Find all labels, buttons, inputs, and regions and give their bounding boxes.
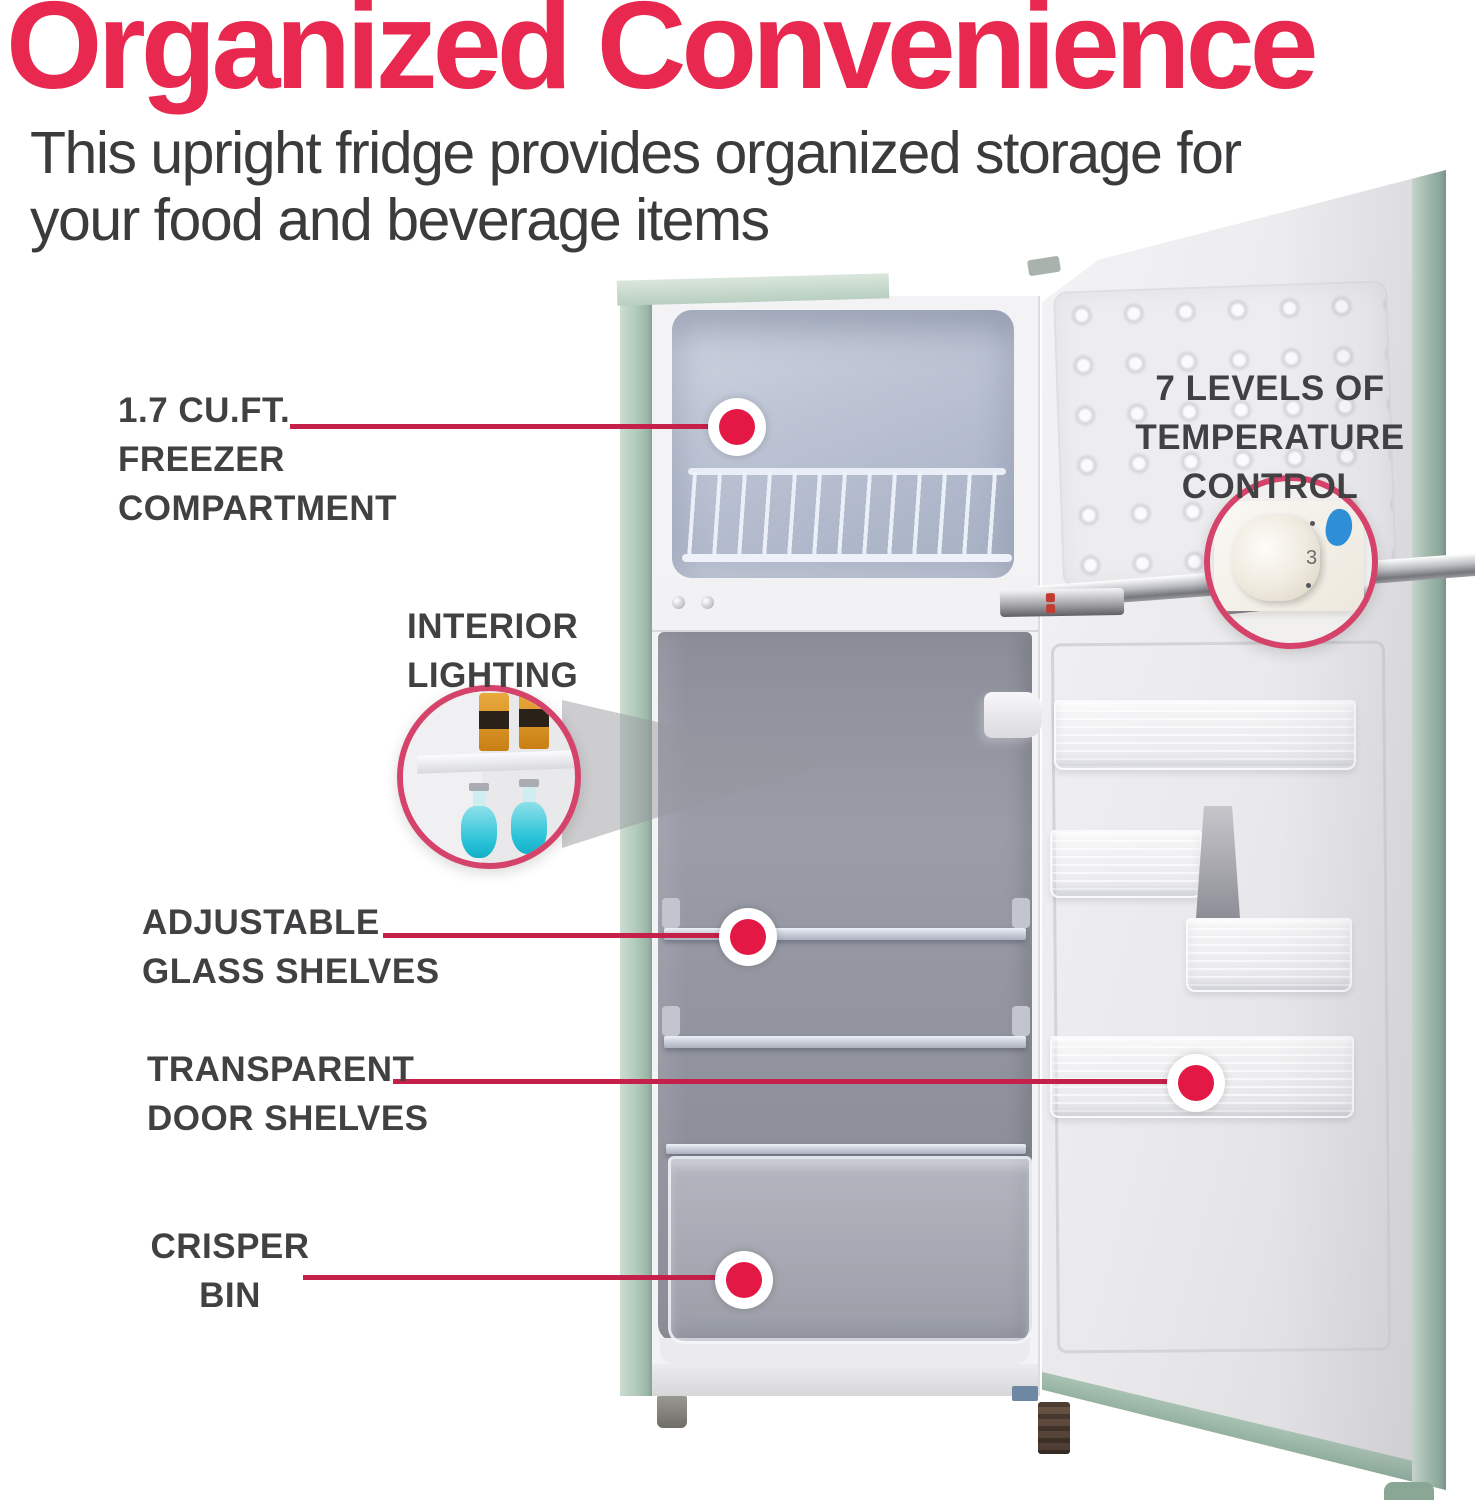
shelf-support-tab	[1012, 1006, 1030, 1036]
bottle-icon	[479, 693, 509, 751]
bottle-icon	[519, 691, 549, 749]
divider-screw-left	[672, 596, 685, 609]
temperature-label-line1: 7 LEVELS OF	[1155, 369, 1385, 408]
bottle-cap	[519, 779, 539, 787]
bottle-neck	[472, 791, 486, 806]
door-bin-middle-left	[1050, 830, 1202, 898]
door-bottom-hinge	[1012, 1386, 1038, 1401]
bottle-neck	[522, 787, 536, 802]
crisper-callout-label: CRISPER BIN	[145, 1222, 315, 1320]
door-bottom-corner	[1384, 1482, 1434, 1500]
handle-red-accent	[1045, 593, 1055, 603]
shelves-marker-icon	[719, 908, 777, 966]
bottle-label	[519, 709, 549, 727]
temperature-callout-label: 7 LEVELS OF TEMPERATURE CONTROL	[1122, 364, 1418, 511]
handle-red-accent	[1046, 604, 1056, 614]
bottle-body	[461, 806, 497, 858]
temperature-label-line2: TEMPERATURE	[1135, 418, 1405, 457]
temperature-label-line3: CONTROL	[1181, 467, 1359, 506]
shelf-support-tab	[662, 898, 680, 928]
fridge-cabinet-left-edge	[620, 284, 656, 1396]
fridge-compartment	[658, 632, 1032, 1342]
freezer-label-line1: 1.7 CU.FT.	[118, 391, 291, 430]
shelves-label-line1: ADJUSTABLE	[142, 903, 380, 942]
thermostat-knob	[1232, 515, 1320, 601]
interior-lamp	[984, 692, 1042, 738]
page-subtitle: This upright fridge provides organized s…	[30, 120, 1242, 254]
door-shelves-marker-icon	[1167, 1054, 1225, 1112]
shelves-callout-line	[383, 933, 748, 938]
subtitle-line-1: This upright fridge provides organized s…	[30, 120, 1242, 186]
bottle-cap	[469, 783, 489, 791]
door-shelves-label-line1: TRANSPARENT	[147, 1050, 415, 1089]
door-bin-top	[1054, 700, 1356, 770]
crisper-cover-shelf	[666, 1144, 1026, 1154]
lighting-label-line1: INTERIOR	[407, 607, 579, 646]
shelf-support-tab	[1012, 898, 1030, 928]
door-shelves-label-line2: DOOR SHELVES	[147, 1099, 429, 1138]
glass-shelf-lower	[664, 1036, 1026, 1048]
freezer-callout-label: 1.7 CU.FT. FREEZER COMPARTMENT	[118, 386, 397, 533]
crisper-bin	[668, 1156, 1032, 1344]
dial-value: 3	[1306, 547, 1318, 569]
fridge-base-panel	[652, 1364, 1038, 1396]
interior-lighting-inset	[397, 685, 581, 869]
door-shelves-callout-line	[393, 1079, 1196, 1084]
fridge-foot-right	[1038, 1402, 1070, 1454]
freezer-wire-basket	[686, 472, 1008, 558]
bottle-body	[511, 802, 547, 854]
subtitle-line-2: your food and beverage items	[30, 187, 770, 253]
door-shelves-callout-label: TRANSPARENT DOOR SHELVES	[147, 1045, 429, 1143]
bottle-label	[479, 711, 509, 729]
crisper-label-line1: CRISPER	[150, 1227, 310, 1266]
door-handle	[999, 587, 1125, 618]
freezer-label-line3: COMPARTMENT	[118, 489, 397, 528]
freezer-wire-basket-front-rail	[682, 554, 1012, 562]
freezer-callout-line	[290, 424, 737, 429]
dial-dot	[1310, 521, 1315, 526]
crisper-marker-icon	[715, 1251, 773, 1309]
temperature-dial-inset: 3	[1204, 475, 1378, 649]
bottle-icon	[511, 779, 547, 854]
divider-screw-right	[701, 596, 714, 609]
shelves-label-line2: GLASS SHELVES	[142, 952, 440, 991]
page-title: Organized Convenience	[6, 0, 1319, 115]
door-bin-middle-right	[1186, 918, 1352, 992]
door-shading	[1042, 170, 1446, 1490]
bottle-icon	[461, 783, 497, 858]
glass-shelves-callout-label: ADJUSTABLE GLASS SHELVES	[142, 898, 440, 996]
door-outer-green-edge	[1412, 170, 1446, 1490]
freezer-door-hinge	[1026, 255, 1062, 277]
lighting-label-line2: LIGHTING	[407, 656, 579, 695]
interior-lighting-callout-label: INTERIOR LIGHTING	[407, 602, 578, 700]
compartment-divider	[652, 578, 1038, 632]
freezer-wire-basket-back-rail	[688, 468, 1006, 475]
freezer-marker-icon	[708, 398, 766, 456]
freezer-label-line2: FREEZER	[118, 440, 285, 479]
door-pocket-divider	[1196, 806, 1240, 918]
fridge-door-open	[1042, 170, 1446, 1490]
crisper-callout-line	[303, 1275, 744, 1280]
fridge-foot-left	[657, 1396, 687, 1428]
crisper-label-line2: BIN	[199, 1276, 261, 1315]
dial-dot	[1306, 583, 1311, 588]
shelf-support-tab	[662, 1006, 680, 1036]
